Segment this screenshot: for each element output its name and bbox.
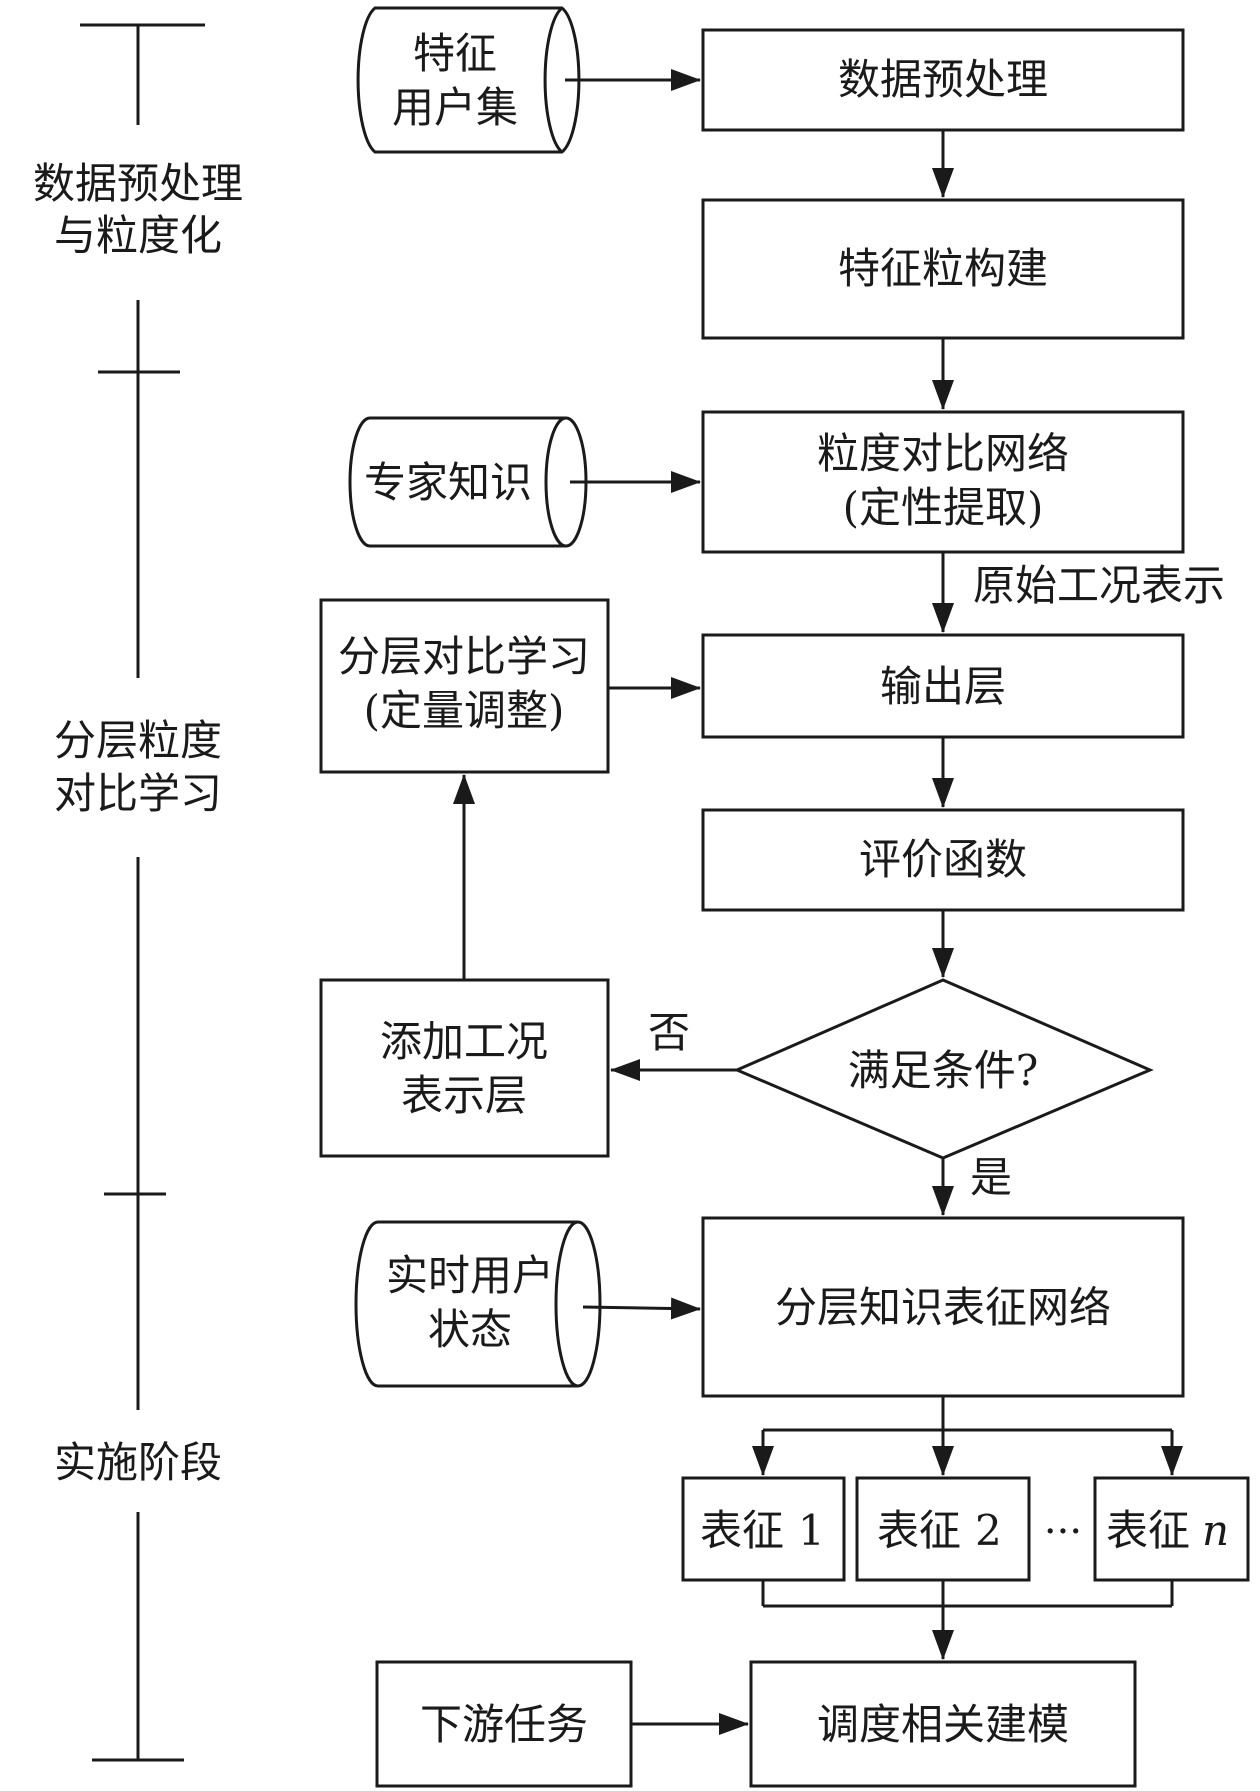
node-condition: 满足条件? [733, 978, 1154, 1160]
representation-2-label: 表征 2 [877, 1506, 1002, 1555]
process-box [701, 410, 1185, 554]
process-box [375, 1660, 633, 1788]
condition-label: 满足条件? [848, 1046, 1039, 1095]
process-box [319, 978, 610, 1158]
node-scheduling: 调度相关建模 [749, 1660, 1137, 1788]
output-layer-label: 输出层 [880, 662, 1006, 711]
stage-3-label: 实施阶段 [54, 1438, 222, 1487]
process-box [749, 1660, 1137, 1788]
feature-granule-label: 特征粒构建 [838, 244, 1048, 293]
node-output-layer: 输出层 [701, 633, 1185, 739]
expert-knowledge-label: 专家知识 [364, 458, 532, 507]
downstream-label: 下游任务 [420, 1700, 588, 1749]
stage-timeline: 数据预处理 与粒度化 分层粒度 对比学习 实施阶段 [33, 23, 243, 1762]
process-box [701, 808, 1185, 912]
arrow-realtime-to-hierarchical [582, 1297, 701, 1320]
connectors: 原始工况表示 是 否 [453, 69, 1225, 1735]
node-hierarchical-network: 分层知识表征网络 [701, 1216, 1185, 1398]
realtime-state-line2: 状态 [428, 1305, 512, 1354]
node-feature-granule: 特征粒构建 [701, 198, 1185, 340]
granularity-net-line1: 粒度对比网络 [817, 429, 1069, 478]
representation-1: 表征 1 [681, 1476, 846, 1582]
input-feature-users: 特征 用户集 [356, 6, 581, 154]
input-expert-knowledge: 专家知识 [348, 416, 588, 548]
scheduling-label: 调度相关建模 [817, 1700, 1069, 1749]
process-box [319, 598, 610, 774]
node-hier-learning: 分层对比学习 (定量调整) [319, 598, 610, 774]
datastore-edge [554, 1220, 579, 1388]
datastore-edge [544, 416, 567, 548]
stage-1-label-line2: 与粒度化 [54, 211, 222, 260]
process-box [701, 198, 1185, 340]
process-box [701, 28, 1185, 132]
representation-prefix: 表征 [700, 1506, 784, 1555]
stage-2-label-line1: 分层粒度 [54, 716, 222, 765]
input-realtime-state: 实时用户 状态 [354, 1220, 602, 1388]
representation-1-label: 表征 1 [700, 1506, 825, 1555]
node-granularity-network: 粒度对比网络 (定性提取) [701, 410, 1185, 554]
representation-ellipsis: ··· [1044, 1509, 1082, 1555]
datastore-edge [543, 6, 563, 154]
representation-index: n [1202, 1506, 1229, 1555]
preprocess-label: 数据预处理 [838, 55, 1048, 104]
representation-2: 表征 2 [855, 1476, 1031, 1582]
node-eval-function: 评价函数 [701, 808, 1185, 912]
eval-function-label: 评价函数 [859, 835, 1027, 884]
hier-learning-line1: 分层对比学习 [338, 632, 590, 681]
representation-index: 2 [975, 1506, 1002, 1555]
feature-users-line2: 用户集 [392, 83, 518, 132]
add-layer-line2: 表示层 [401, 1071, 527, 1120]
hierarchical-net-label: 分层知识表征网络 [775, 1283, 1111, 1332]
realtime-state-line1: 实时用户 [386, 1251, 554, 1300]
process-box [701, 633, 1185, 739]
add-layer-line1: 添加工况 [380, 1017, 548, 1066]
node-preprocess: 数据预处理 [701, 28, 1185, 132]
feature-users-line1: 特征 [413, 29, 497, 78]
representation-box [855, 1476, 1031, 1582]
edge-label-raw-repr: 原始工况表示 [973, 561, 1225, 610]
edge-label-yes: 是 [970, 1153, 1012, 1202]
representation-index: 1 [798, 1506, 825, 1555]
hier-learning-line2: (定量调整) [364, 686, 565, 735]
representation-prefix: 表征 [877, 1506, 961, 1555]
representation-prefix: 表征 [1106, 1506, 1190, 1555]
granularity-net-line2: (定性提取) [843, 483, 1044, 532]
node-add-layer: 添加工况 表示层 [319, 978, 610, 1158]
node-downstream: 下游任务 [375, 1660, 633, 1788]
representation-box [1093, 1476, 1250, 1582]
stage-2-label-line2: 对比学习 [54, 769, 222, 818]
stage-1-label-line1: 数据预处理 [33, 159, 243, 208]
edge-label-no: 否 [648, 1008, 690, 1057]
